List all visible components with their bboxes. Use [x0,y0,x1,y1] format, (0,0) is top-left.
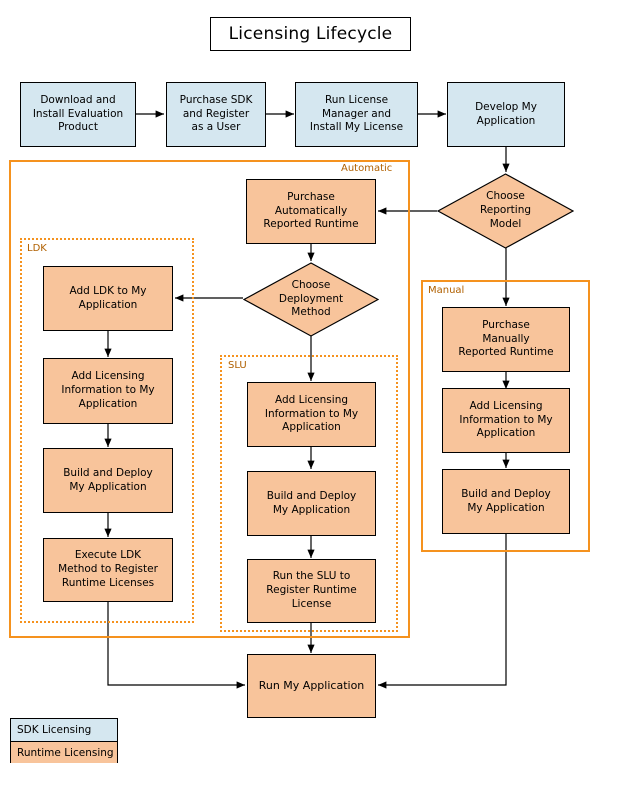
group-slu [220,355,398,632]
node-purchase-manual-runtime[interactable]: Purchase Manually Reported Runtime [442,307,570,372]
legend: SDK Licensing Runtime Licensing [10,718,118,763]
node-ldk-add-licensing-info[interactable]: Add Licensing Information to My Applicat… [43,358,173,424]
group-manual [421,280,590,552]
group-ldk [20,238,194,623]
node-run-my-application[interactable]: Run My Application [247,654,376,718]
node-download-install[interactable]: Download and Install Evaluation Product [20,82,136,147]
node-label: Purchase Manually Reported Runtime [458,318,554,359]
node-purchase-sdk[interactable]: Purchase SDK and Register as a User [166,82,266,147]
node-label: Build and Deploy My Application [63,466,153,493]
node-slu-run-register[interactable]: Run the SLU to Register Runtime License [247,559,376,623]
page-title: Licensing Lifecycle [210,17,411,51]
node-purchase-auto-runtime[interactable]: Purchase Automatically Reported Runtime [246,179,376,244]
node-label: Add Licensing Information to My Applicat… [61,370,155,410]
group-label-slu: SLU [228,360,247,371]
group-label-automatic: Automatic [341,163,393,174]
node-label: Run My Application [258,678,365,692]
node-label: Add LDK to My Application [69,284,147,311]
diamond-shape [243,262,379,337]
node-ldk-build-deploy[interactable]: Build and Deploy My Application [43,448,173,513]
node-choose-deployment-method[interactable]: Choose Deployment Method [243,262,379,337]
legend-label-runtime: Runtime Licensing [17,746,114,759]
node-label: Choose Reporting Model [479,190,532,230]
node-choose-reporting-model[interactable]: Choose Reporting Model [437,173,574,249]
node-manual-add-licensing-info[interactable]: Add Licensing Information to My Applicat… [442,388,570,453]
group-automatic [9,160,410,638]
node-add-ldk[interactable]: Add LDK to My Application [43,266,173,331]
diamond-shape [437,173,574,249]
legend-row-runtime: Runtime Licensing [11,741,117,763]
node-slu-build-deploy[interactable]: Build and Deploy My Application [247,471,376,536]
node-label: Add Licensing Information to My Applicat… [264,393,359,434]
node-label: Build and Deploy My Application [266,489,357,516]
group-label-manual: Manual [428,285,465,296]
node-develop-application[interactable]: Develop My Application [447,82,565,147]
node-ldk-execute-method[interactable]: Execute LDK Method to Register Runtime L… [43,538,173,602]
node-label: Choose Deployment Method [278,278,344,319]
node-label: Execute LDK Method to Register Runtime L… [58,549,158,589]
node-manual-build-deploy[interactable]: Build and Deploy My Application [442,469,570,534]
node-slu-add-licensing-info[interactable]: Add Licensing Information to My Applicat… [247,382,376,447]
node-label: Run License Manager and Install My Licen… [309,93,404,134]
legend-row-sdk: SDK Licensing [11,719,117,741]
node-label: Download and Install Evaluation Product [32,93,124,134]
node-label: Develop My Application [475,100,537,127]
page-title-text: Licensing Lifecycle [228,23,393,44]
node-label: Add Licensing Information to My Applicat… [459,399,553,440]
node-label: Build and Deploy My Application [461,487,551,514]
group-label-ldk: LDK [27,243,47,254]
node-label: Purchase SDK and Register as a User [179,93,253,134]
node-label: Purchase Automatically Reported Runtime [263,190,359,231]
node-label: Run the SLU to Register Runtime License [266,570,357,610]
node-run-license-manager[interactable]: Run License Manager and Install My Licen… [295,82,418,147]
legend-label-sdk: SDK Licensing [17,724,92,736]
